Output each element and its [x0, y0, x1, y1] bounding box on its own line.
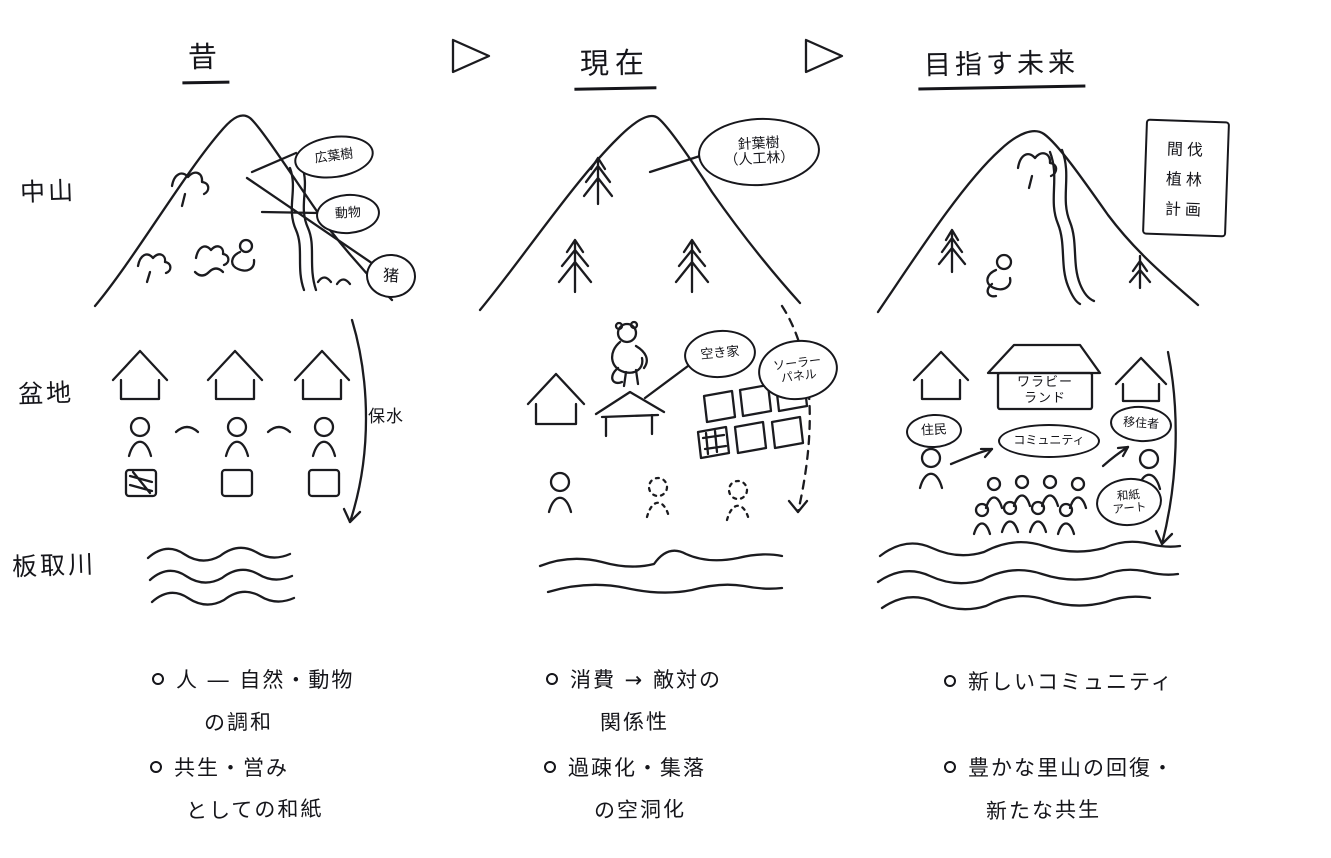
- facility-label-line1: ワラビー: [1016, 375, 1073, 391]
- present-bullet-2: 過疎化・集落 の空洞化: [544, 752, 706, 824]
- vacant-house-label-text: 空き家: [699, 344, 741, 363]
- forestry-plan-note: 間伐 植林 計画: [1142, 118, 1230, 238]
- river-future-drawing: [876, 540, 1182, 611]
- migrants-label-text: 移住者: [1122, 415, 1160, 432]
- past-bullet-1: 人 ― 自然・動物 の調和: [152, 664, 354, 736]
- bullet-dot: [152, 673, 164, 685]
- past-bullet-2-line2: としての和紙: [185, 796, 324, 824]
- future-scene-drawing: [912, 343, 1177, 546]
- mountain-present-drawing: [478, 114, 802, 312]
- past-bullet-2-line1: 共生・営み: [174, 756, 289, 780]
- animal-label-text: 動物: [334, 204, 362, 222]
- present-bullet-1: 消費 → 敵対の 関係性: [546, 664, 722, 736]
- bullet-dot: [944, 675, 956, 687]
- present-bullet-1-line2: 関係性: [599, 709, 670, 735]
- future-bullet-2-line2: 新たな共生: [985, 797, 1102, 824]
- past-bullet-1-line1: 人 ― 自然・動物: [176, 668, 355, 692]
- mountain-past-drawing: [93, 114, 394, 308]
- residents-label-text: 住民: [920, 422, 948, 439]
- river-present-drawing: [538, 549, 784, 594]
- forestry-plan-line3: 計画: [1164, 199, 1206, 220]
- facility-label-line2: ランド: [1023, 391, 1066, 406]
- boar-label-text: 猪: [382, 265, 400, 286]
- row-label-basin: 盆地: [17, 378, 75, 409]
- column-title-future: 目指す未来: [917, 40, 1086, 91]
- washi-art-label-line2: アート: [1112, 499, 1147, 517]
- bullet-dot: [546, 673, 558, 685]
- community-label-text: コミュニティ: [1013, 433, 1085, 448]
- forestry-plan-line2: 植林: [1165, 169, 1207, 190]
- bullet-dot: [150, 761, 162, 773]
- forestry-plan-line1: 間伐: [1166, 139, 1208, 160]
- water-retention-label: 保水: [368, 407, 404, 427]
- column-title-past: 昔: [181, 33, 230, 85]
- river-past-drawing: [146, 546, 296, 606]
- present-bullet-1-line1: 消費 → 敵対の: [570, 668, 722, 692]
- present-bullet-2-line2: の空洞化: [593, 797, 687, 823]
- future-bullet-2: 豊かな里山の回復・ 新たな共生: [944, 752, 1175, 824]
- solar-panel-label-line2: パネル: [779, 366, 818, 386]
- village-past-drawing: [111, 318, 368, 524]
- column-title-present: 現在: [573, 39, 657, 91]
- broadleaf-label-text: 広葉樹: [313, 146, 355, 167]
- row-label-mountain: 中山: [19, 176, 77, 207]
- row-label-river: 板取川: [11, 549, 97, 582]
- bullet-dot: [544, 761, 556, 773]
- facility-label: ワラビー ランド: [1000, 374, 1090, 408]
- future-bullet-2-line1: 豊かな里山の回復・: [968, 756, 1175, 780]
- arrow-present-to-future: [804, 38, 844, 74]
- arrow-past-to-present: [451, 38, 491, 74]
- mountain-future-drawing: [876, 130, 1200, 314]
- future-bullet-1-line1: 新しいコミュニティ: [968, 670, 1174, 694]
- conifer-label-line2: （人工林）: [723, 149, 795, 169]
- future-bullet-1: 新しいコミュニティ: [944, 666, 1174, 696]
- past-bullet-1-line2: の調和: [203, 709, 274, 736]
- present-bullet-2-line1: 過疎化・集落: [568, 756, 706, 780]
- present-scene-drawing: [526, 304, 811, 522]
- community-label: コミュニティ: [998, 424, 1100, 458]
- past-bullet-2: 共生・営み としての和紙: [150, 752, 324, 824]
- bullet-dot: [944, 761, 956, 773]
